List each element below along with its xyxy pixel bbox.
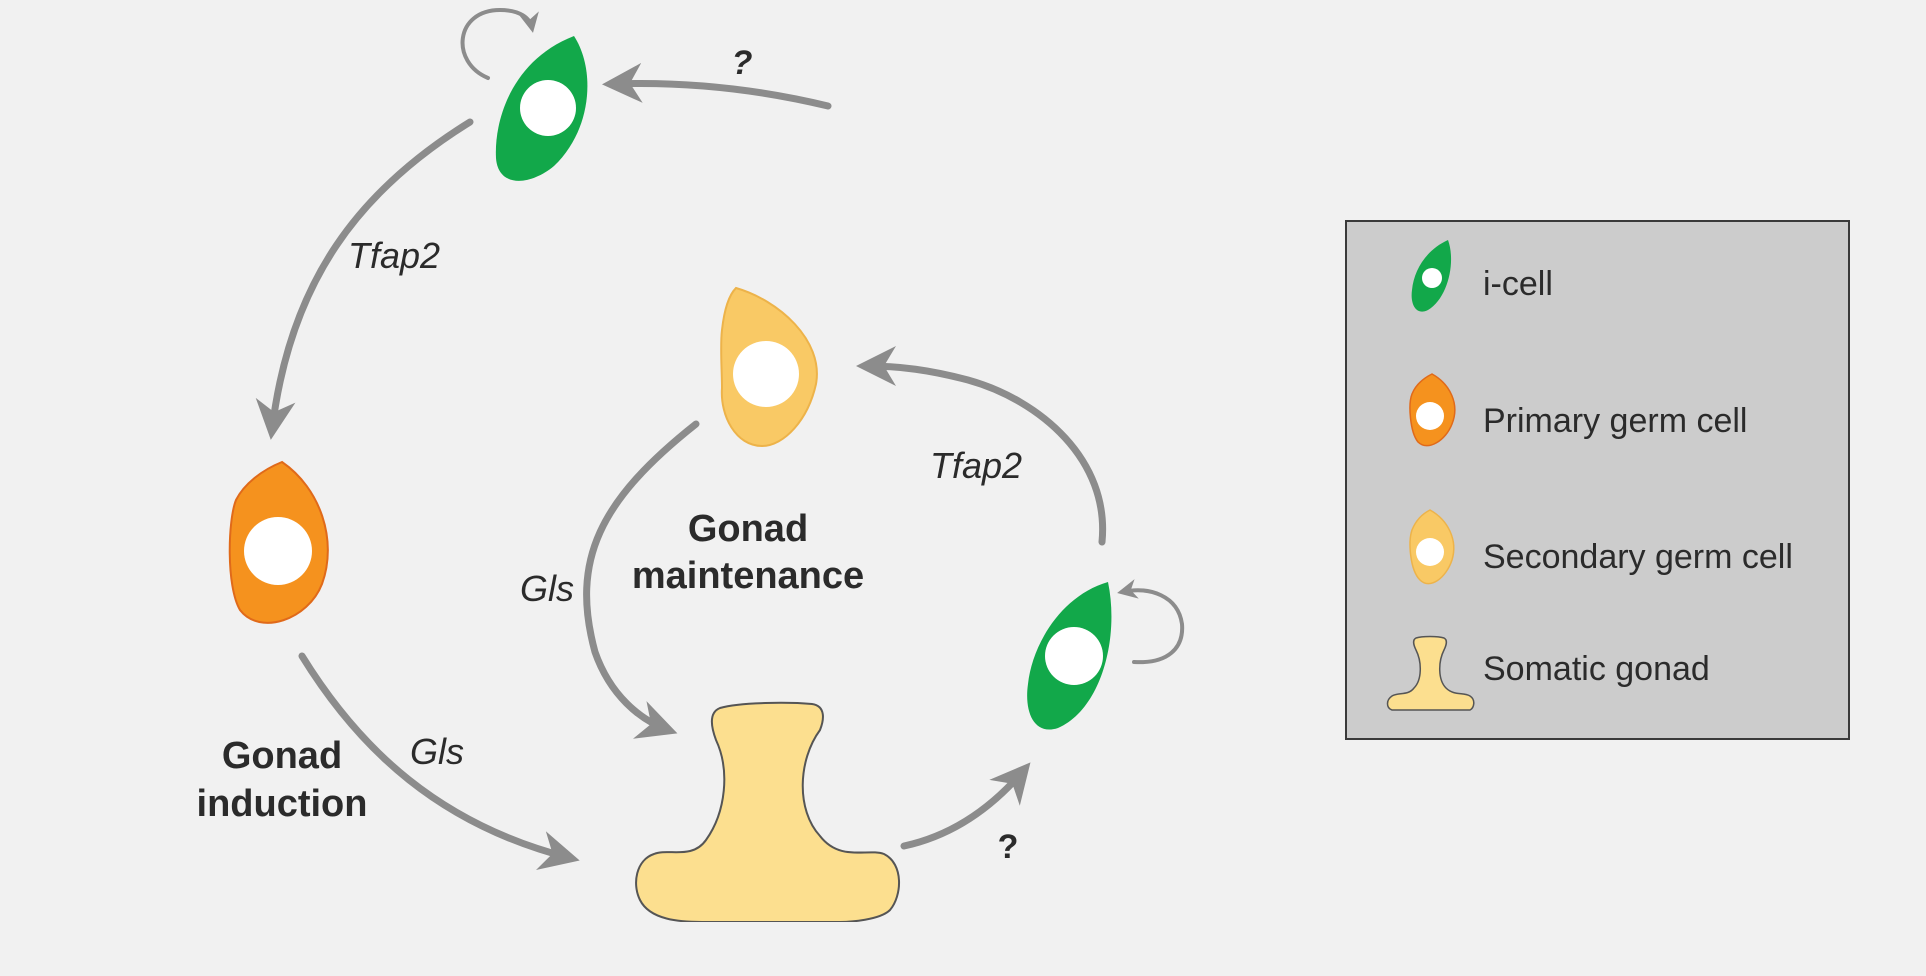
arrow-icell-to-primary xyxy=(255,118,474,440)
legend-item-secondary-germ-cell: Secondary germ cell xyxy=(1409,509,1793,585)
secondary-germ-cell xyxy=(720,286,818,448)
i-cell-icon xyxy=(1411,240,1452,312)
primary-germ-cell-nucleus xyxy=(244,517,312,585)
arrow-into-top-icell xyxy=(602,62,832,110)
label-gonad-maintenance-line1: Gonad xyxy=(688,508,808,550)
label-right-tfap2: Tfap2 xyxy=(930,445,1022,486)
somatic-gonad xyxy=(620,701,920,932)
secondary-germ-cell-nucleus xyxy=(733,341,799,407)
legend: i-cell Primary germ cell Secondary germ … xyxy=(1345,220,1850,740)
i-cell-top-nucleus xyxy=(520,80,576,136)
arrow-primary-to-gonad xyxy=(298,652,580,870)
bottom-icell-self-loop xyxy=(1117,579,1185,665)
label-top-question: ? xyxy=(732,44,753,82)
legend-label-i-cell: i-cell xyxy=(1483,265,1553,303)
secondary-germ-cell-icon xyxy=(1409,509,1455,585)
legend-item-somatic-gonad: Somatic gonad xyxy=(1386,635,1710,711)
arrow-gonad-to-icell xyxy=(900,762,1031,850)
label-gonad-maintenance-line2: maintenance xyxy=(632,555,864,597)
label-left-tfap2: Tfap2 xyxy=(348,235,440,276)
arrows xyxy=(255,7,1185,870)
i-cell-bottom-nucleus xyxy=(1045,627,1103,685)
legend-item-primary-germ-cell: Primary germ cell xyxy=(1409,373,1747,447)
label-bottom-question: ? xyxy=(998,828,1019,866)
label-gonad-induction-line1: Gonad xyxy=(222,735,342,777)
primary-germ-cell xyxy=(228,460,329,624)
label-gonad-induction-line2: induction xyxy=(197,783,368,825)
legend-label-secondary-germ-cell: Secondary germ cell xyxy=(1483,538,1793,576)
legend-label-primary-germ-cell: Primary germ cell xyxy=(1483,402,1747,440)
top-icell-self-loop xyxy=(460,7,539,80)
primary-germ-cell-icon xyxy=(1409,373,1456,447)
somatic-gonad-body xyxy=(635,701,901,923)
label-left-gls: Gls xyxy=(410,731,464,772)
label-mid-gls: Gls xyxy=(520,568,574,609)
arrow-icell-to-secondary xyxy=(856,346,1107,546)
i-cell-top xyxy=(495,36,588,181)
somatic-gonad-icon xyxy=(1386,635,1475,711)
i-cell-bottom xyxy=(1027,582,1112,730)
legend-item-i-cell: i-cell xyxy=(1411,240,1553,312)
legend-label-somatic-gonad: Somatic gonad xyxy=(1483,650,1710,688)
arrow-secondary-to-gonad xyxy=(583,420,700,739)
somatic-gonad-cut xyxy=(620,922,920,932)
